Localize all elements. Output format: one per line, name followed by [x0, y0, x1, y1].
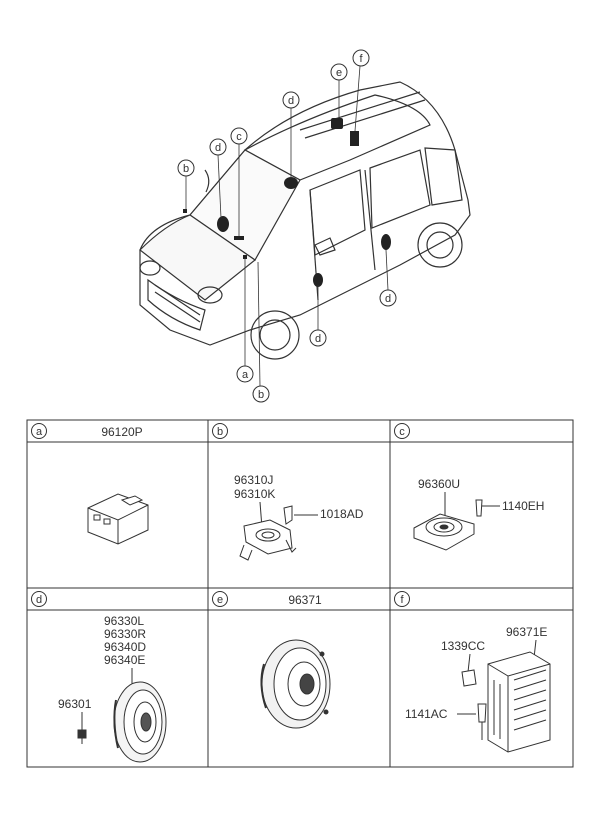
cell-header-b: b [212, 423, 228, 439]
callout-d-front-door: d [309, 329, 327, 347]
svg-text:d: d [385, 293, 391, 305]
part-label-96330R: 96330R [104, 627, 146, 641]
cell-header-f: f [394, 591, 410, 607]
svg-text:b: b [217, 426, 223, 438]
svg-text:c: c [236, 131, 242, 143]
part-label-96301: 96301 [58, 697, 92, 711]
part-label-96360U: 96360U [418, 477, 460, 491]
callout-leader-lines [185, 65, 389, 387]
part-label-1141AC: 1141AC [405, 707, 448, 721]
vehicle-speaker-markers [183, 118, 391, 287]
cell-header-c: c [394, 423, 410, 439]
part-b-bracket [239, 501, 318, 561]
callout-c: c [230, 127, 248, 145]
part-label-96340D: 96340D [104, 640, 146, 654]
svg-text:c: c [399, 426, 405, 438]
svg-text:d: d [288, 95, 294, 107]
svg-text:f: f [400, 594, 404, 606]
part-label-1339CC: 1339CC [441, 639, 485, 653]
vehicle-illustration [139, 81, 471, 360]
part-label-96371E: 96371E [506, 625, 547, 639]
svg-text:e: e [336, 67, 342, 79]
callout-d-rear-door: d [379, 289, 397, 307]
part-d-door-speaker [77, 668, 167, 763]
callout-d-dash: d [209, 138, 227, 156]
part-f-amplifier [457, 639, 551, 753]
svg-text:d: d [36, 594, 42, 606]
svg-text:d: d [315, 333, 321, 345]
callout-b-bottom: b [252, 385, 270, 403]
callout-e-top: e [330, 63, 348, 81]
part-label-96310J: 96310J [234, 473, 273, 487]
part-label-1140EH: 1140EH [502, 499, 544, 513]
cell-header-a: a 96120P [31, 423, 143, 439]
vehicle-callouts: e f d c d b a b d d [177, 49, 397, 403]
svg-text:a: a [36, 426, 43, 438]
svg-text:f: f [359, 53, 363, 65]
callout-b-top: b [177, 159, 195, 177]
part-e-woofer [260, 639, 331, 729]
part-label-96330L: 96330L [104, 614, 144, 628]
part-c-tweeter [413, 492, 500, 551]
part-label-1018AD: 1018AD [320, 507, 364, 521]
callout-d-roof: d [282, 91, 300, 109]
cell-title-a: 96120P [101, 425, 142, 439]
cell-title-e: 96371 [288, 593, 322, 607]
cell-header-d: d [31, 591, 47, 607]
svg-text:e: e [217, 594, 223, 606]
parts-table-grid [26, 419, 574, 768]
part-label-96340E: 96340E [104, 653, 145, 667]
svg-text:b: b [183, 163, 189, 175]
svg-text:b: b [258, 389, 264, 401]
cell-header-e: e 96371 [212, 591, 322, 607]
part-label-96310K: 96310K [234, 487, 275, 501]
callout-f-top: f [352, 49, 370, 67]
svg-text:d: d [215, 142, 221, 154]
part-a-connector [87, 493, 149, 545]
callout-a: a [236, 365, 254, 383]
svg-text:a: a [242, 369, 249, 381]
